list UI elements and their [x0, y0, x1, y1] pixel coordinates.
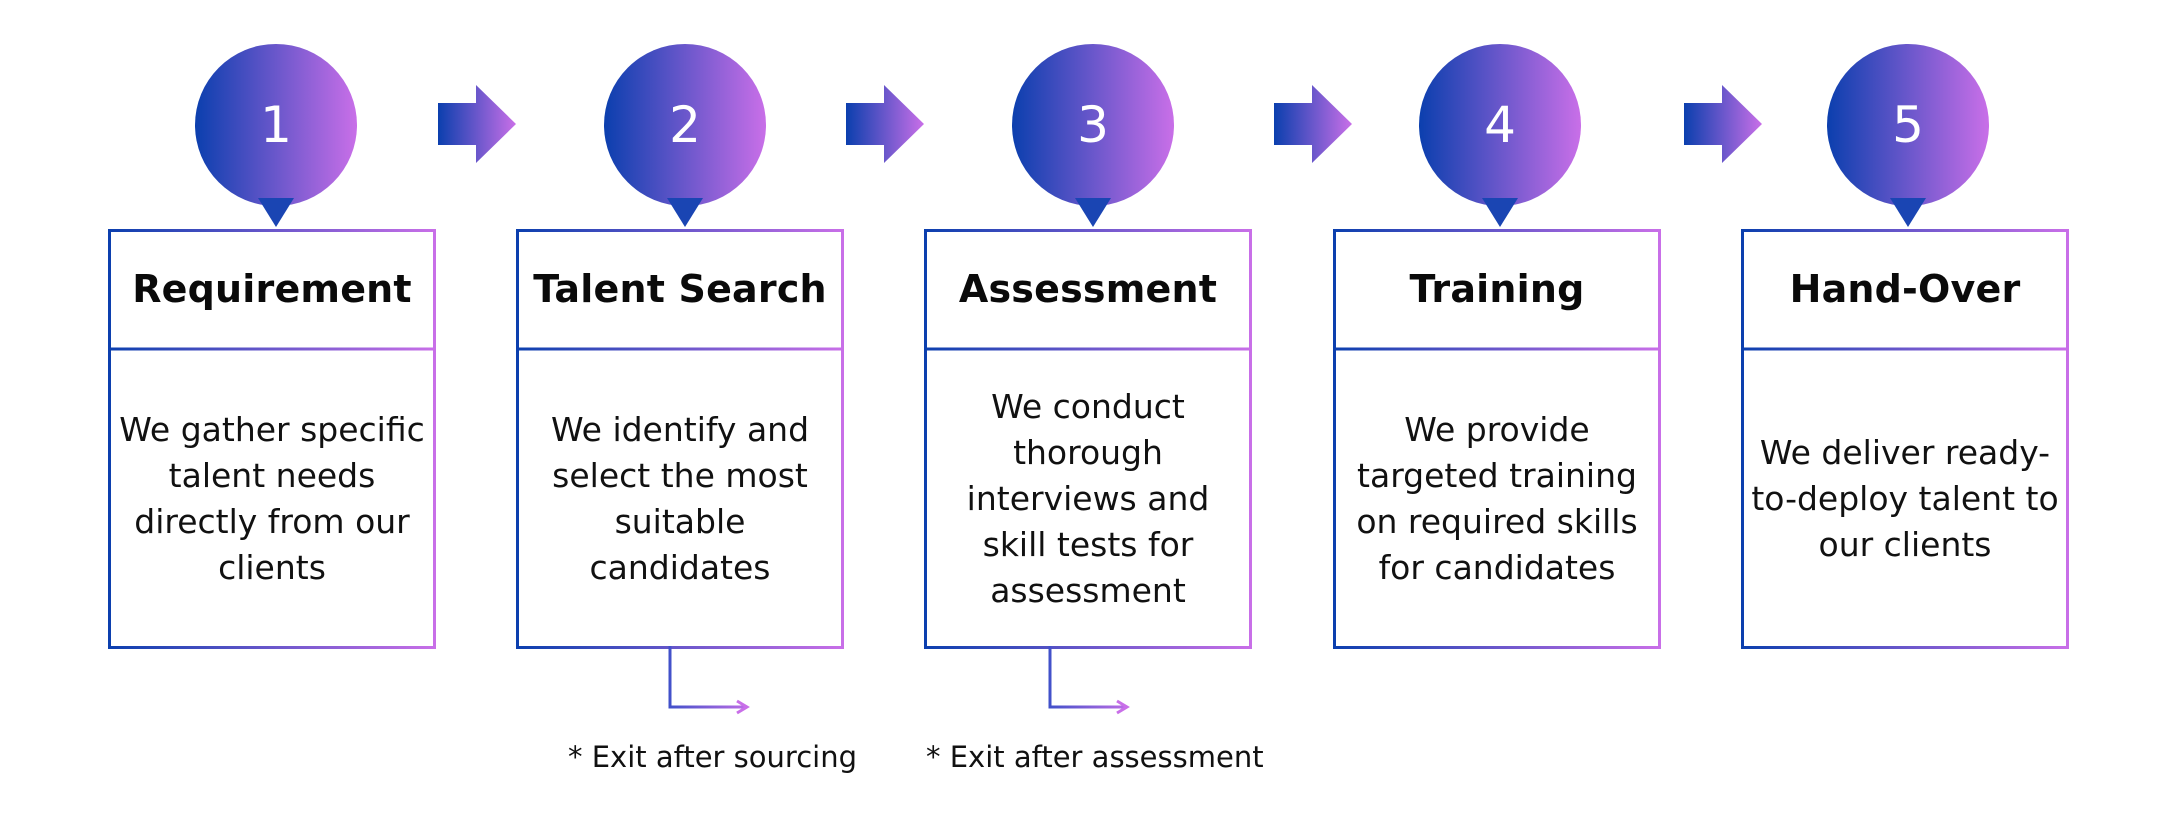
step-4-number-marker: 4	[1418, 43, 1582, 227]
step-number: 3	[1077, 96, 1109, 154]
location-pin-icon	[1012, 44, 1174, 227]
step-number: 2	[669, 96, 701, 154]
elbow-arrow-icon	[665, 646, 755, 718]
right-arrow-icon	[846, 85, 924, 163]
step-description: We identify and select the most suitable…	[550, 410, 810, 587]
step-description: We deliver ready-to-deploy talent to our…	[1751, 433, 2059, 564]
step-5-number-marker: 5	[1826, 43, 1990, 227]
card-frame	[1741, 229, 2069, 649]
step-title: Requirement	[132, 267, 412, 311]
elbow-arrow-icon	[1045, 646, 1135, 718]
step-description: We provide targeted training on required…	[1356, 410, 1638, 587]
step-number: 4	[1484, 96, 1516, 154]
step-number: 5	[1892, 96, 1924, 154]
card-frame	[1333, 229, 1661, 649]
step-card-requirement: Requirement We gather specific talent ne…	[108, 229, 436, 649]
location-pin-icon	[604, 44, 766, 227]
step-3-number-marker: 3	[1011, 43, 1175, 227]
right-arrow-icon	[1274, 85, 1352, 163]
card-frame	[108, 229, 436, 649]
exit-after-assessment-note: * Exit after assessment	[926, 740, 1264, 774]
right-arrow-icon	[438, 85, 516, 163]
exit-after-sourcing-note: * Exit after sourcing	[568, 740, 857, 774]
step-2-number-marker: 2	[603, 43, 767, 227]
right-arrow-icon	[1684, 85, 1762, 163]
step-1-number-marker: 1	[194, 43, 358, 227]
card-frame	[924, 229, 1252, 649]
step-description: We conduct thorough interviews and skill…	[966, 387, 1210, 610]
step-title: Talent Search	[533, 267, 827, 311]
card-frame	[516, 229, 844, 649]
step-title: Training	[1409, 267, 1585, 311]
step-card-talent-search: Talent Search We identify and select the…	[516, 229, 844, 649]
step-card-assessment: Assessment We conduct thorough interview…	[924, 229, 1252, 649]
location-pin-icon	[1419, 44, 1581, 227]
step-title: Hand-Over	[1789, 267, 2021, 311]
step-title: Assessment	[958, 267, 1218, 311]
step-number: 1	[260, 96, 292, 154]
location-pin-icon	[1827, 44, 1989, 227]
step-description: We gather specific talent needs directly…	[119, 410, 425, 587]
location-pin-icon	[195, 44, 357, 227]
step-card-hand-over: Hand-Over We deliver ready-to-deploy tal…	[1741, 229, 2069, 649]
step-card-training: Training We provide targeted training on…	[1333, 229, 1661, 649]
